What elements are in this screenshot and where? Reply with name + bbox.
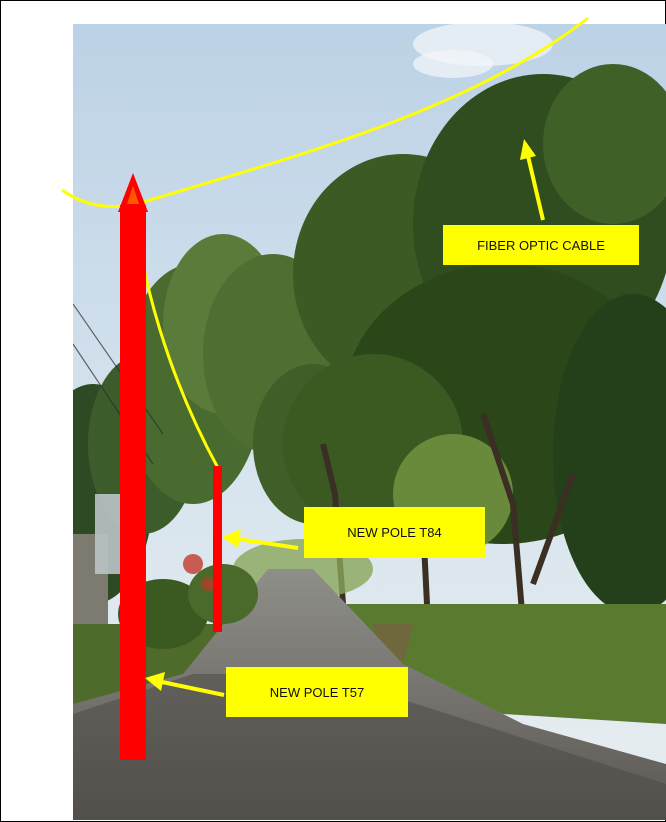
new-pole-t84-text: NEW POLE T84 xyxy=(347,525,442,540)
fiber-optic-cable-label: FIBER OPTIC CABLE xyxy=(443,225,639,265)
new-pole-t57-label: NEW POLE T57 xyxy=(226,667,408,717)
new-pole-t84-label: NEW POLE T84 xyxy=(304,507,485,558)
fiber-optic-cable-text: FIBER OPTIC CABLE xyxy=(477,237,605,253)
new-pole-t57-text: NEW POLE T57 xyxy=(269,684,365,700)
